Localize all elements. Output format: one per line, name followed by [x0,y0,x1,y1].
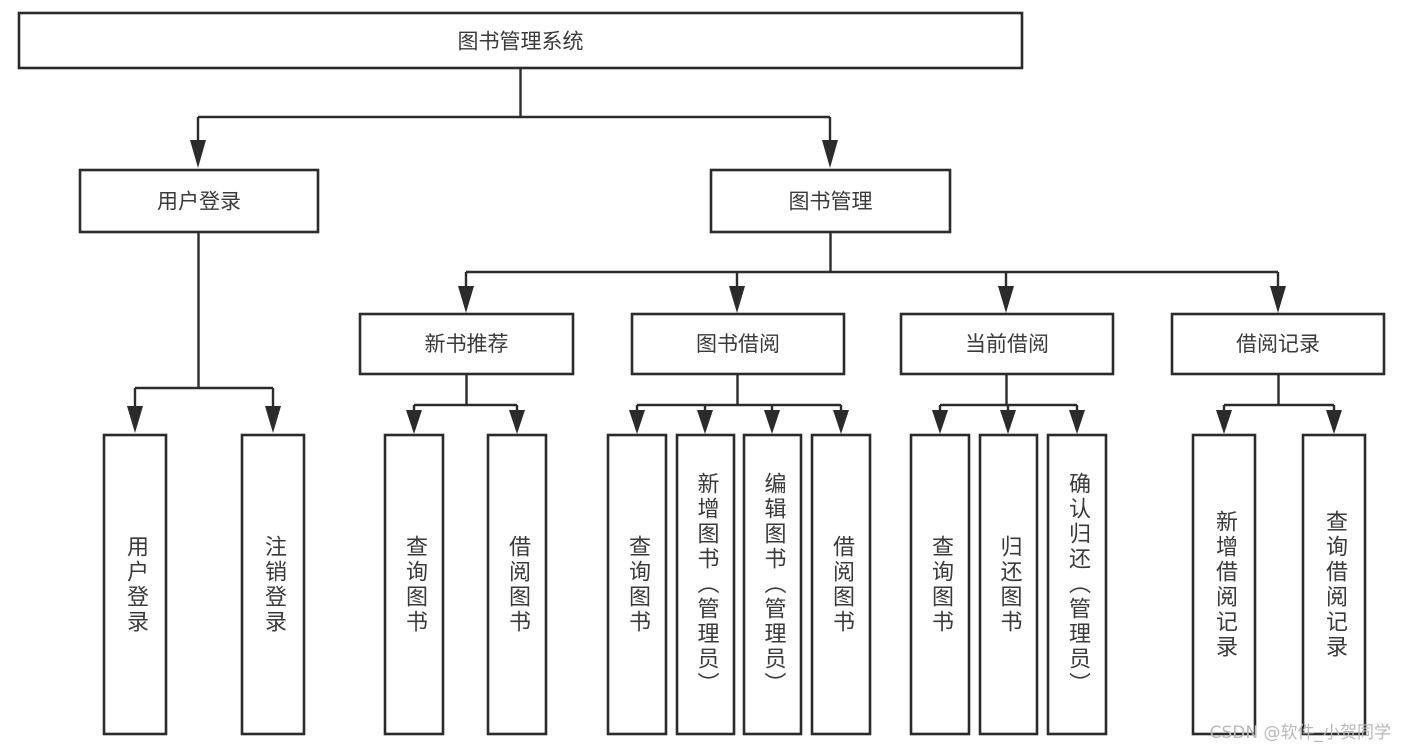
leaf-box-user-login-1[interactable] [102,433,168,736]
arrow-current-borrow-leaf-3 [1069,410,1085,434]
leaf-box-borrow-record-1[interactable] [1191,433,1257,736]
arrow-book-borrow-leaf-4 [833,410,849,434]
leaf-box-current-borrow-1[interactable] [909,433,971,736]
node-book-manage[interactable]: 图书管理 [709,168,952,234]
leaf-box-book-borrow-3[interactable] [742,433,803,736]
arrow-to-current-borrow [998,286,1014,313]
arrow-borrow-record-leaf-1 [1216,410,1232,434]
node-new-book-recommend[interactable]: 新书推荐 [358,312,575,376]
node-current-borrow-box[interactable] [899,312,1115,376]
leaf-box-new-book-2[interactable] [486,433,548,736]
arrow-root-to-book-manage [822,140,838,168]
connector-group [127,68,1342,434]
node-book-borrow-label: 图书借阅 [696,332,780,356]
node-book-borrow-box[interactable] [630,312,846,376]
arrow-to-book-borrow [729,286,745,313]
arrow-user-login-leaf-2 [265,406,281,433]
arrow-book-borrow-leaf-1 [629,410,645,434]
node-book-manage-box[interactable] [709,168,952,234]
arrow-book-borrow-leaf-2 [697,410,713,434]
leaf-box-book-borrow-4[interactable] [810,433,872,736]
leaf-box-borrow-record-2[interactable] [1301,433,1367,736]
arrow-current-borrow-leaf-2 [1000,410,1016,434]
node-root-box[interactable] [17,11,1024,70]
arrow-borrow-record-leaf-2 [1326,410,1342,434]
node-book-manage-label: 图书管理 [789,190,873,214]
node-borrow-record[interactable]: 借阅记录 [1170,312,1386,376]
node-current-borrow[interactable]: 当前借阅 [899,312,1115,376]
arrow-book-borrow-leaf-3 [764,410,780,434]
node-book-borrow[interactable]: 图书借阅 [630,312,846,376]
node-current-borrow-label: 当前借阅 [965,332,1049,356]
arrow-new-book-leaf-1 [406,410,422,434]
node-user-login-label: 用户登录 [157,190,241,214]
leaf-box-book-borrow-2[interactable] [675,433,736,736]
arrow-root-to-user-login [190,140,206,168]
csdn-watermark: CSDN @软件_小贺同学 [1209,723,1391,743]
node-borrow-record-label: 借阅记录 [1236,332,1320,356]
arrow-current-borrow-leaf-1 [932,410,948,434]
leaf-box-current-borrow-2[interactable] [978,433,1039,736]
arrow-user-login-leaf-1 [127,406,143,433]
leaf-box-current-borrow-3[interactable] [1046,433,1108,736]
node-root[interactable]: 图书管理系统 [17,11,1024,70]
arrow-to-new-book-recommend [458,286,474,313]
leaf-box-book-borrow-1[interactable] [606,433,668,736]
arrow-to-borrow-record [1270,286,1286,313]
arrow-new-book-leaf-2 [509,410,525,434]
node-user-login-box[interactable] [78,168,320,234]
node-new-book-recommend-box[interactable] [358,312,575,376]
node-root-label: 图书管理系统 [458,30,584,54]
leaf-box-new-book-1[interactable] [383,433,445,736]
leaf-box-user-login-2[interactable] [240,433,306,736]
node-new-book-recommend-label: 新书推荐 [425,332,509,356]
node-borrow-record-box[interactable] [1170,312,1386,376]
node-user-login[interactable]: 用户登录 [78,168,320,234]
